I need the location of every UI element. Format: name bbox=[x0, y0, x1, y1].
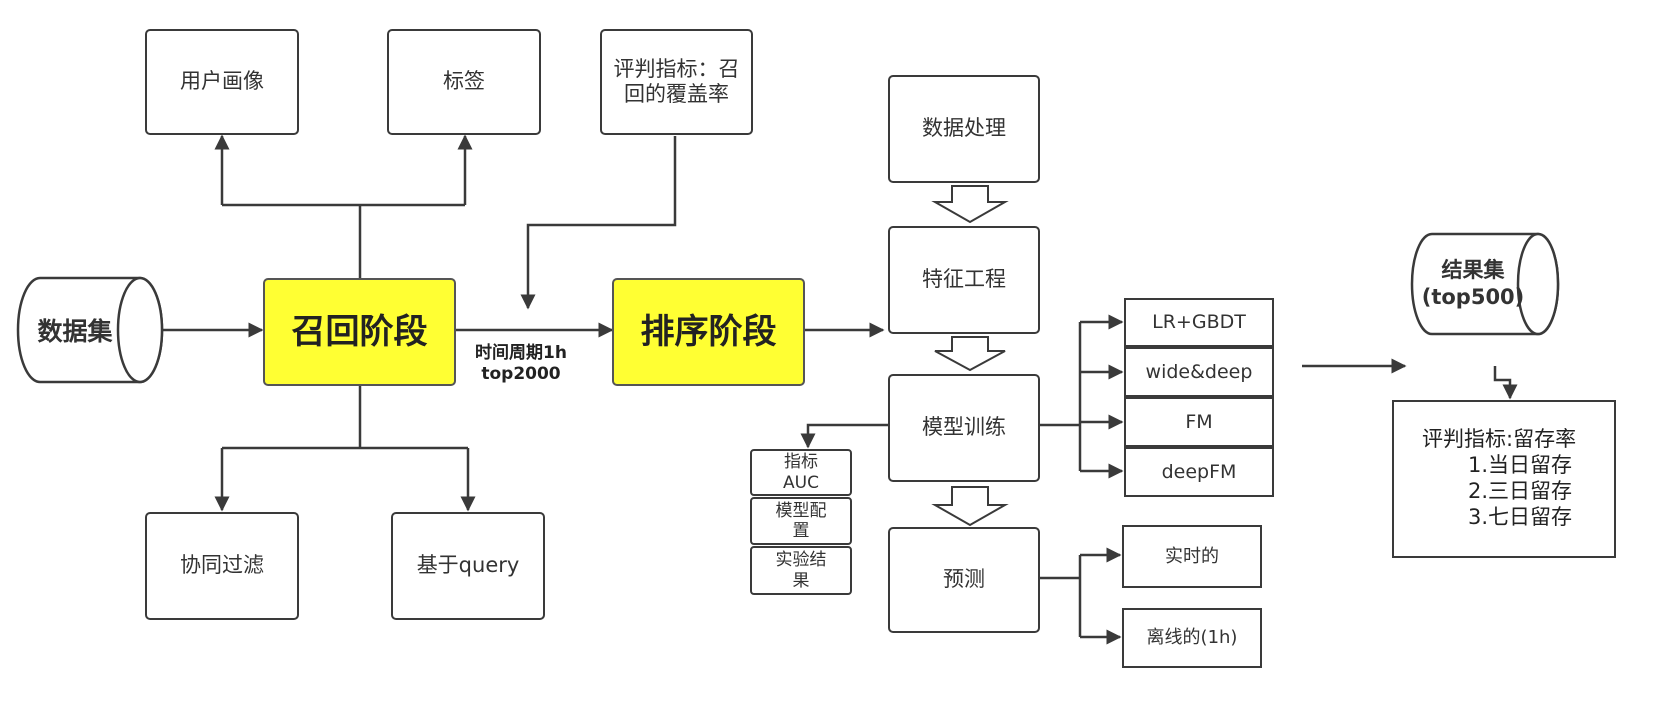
prediction-box[interactable]: 预测 bbox=[888, 527, 1040, 633]
tags-box[interactable]: 标签 bbox=[387, 29, 541, 135]
data-processing-box[interactable]: 数据处理 bbox=[888, 75, 1040, 183]
query-based-box[interactable]: 基于query bbox=[391, 512, 545, 620]
arrow-result-to-metric bbox=[1493, 366, 1518, 400]
user-profile-box[interactable]: 用户画像 bbox=[145, 29, 299, 135]
block-arrow-feature-to-training bbox=[934, 336, 1006, 372]
recall-stage-box[interactable]: 召回阶段 bbox=[263, 278, 456, 386]
dataset-label: 数据集 bbox=[37, 317, 113, 346]
result-set-label: 结果集 (top500) bbox=[1412, 238, 1534, 330]
result-set-title: 结果集 bbox=[1441, 257, 1505, 282]
side-item-experiment-results[interactable]: 实验结果 bbox=[750, 546, 852, 595]
edge-label-period: 时间周期1h bbox=[475, 343, 567, 363]
side-item-model-config[interactable]: 模型配置 bbox=[750, 497, 852, 545]
model-lr-gbdt[interactable]: LR+GBDT bbox=[1124, 298, 1274, 347]
ranking-stage-box[interactable]: 排序阶段 bbox=[612, 278, 805, 386]
retention-item-seven-day: 3.七日留存 bbox=[1468, 505, 1573, 530]
result-set-topk: (top500) bbox=[1421, 285, 1525, 309]
predict-realtime-box[interactable]: 实时的 bbox=[1122, 525, 1262, 588]
arrow-metric-to-edge bbox=[520, 136, 677, 310]
retention-metric-title: 评判指标:留存率 bbox=[1422, 427, 1577, 451]
dataset-cylinder-cap bbox=[116, 276, 164, 384]
retention-metric-box[interactable]: 评判指标:留存率 1.当日留存 2.三日留存 3.七日留存 bbox=[1392, 400, 1616, 558]
predict-offline-box[interactable]: 离线的(1h) bbox=[1122, 608, 1262, 668]
model-deepfm[interactable]: deepFM bbox=[1124, 447, 1274, 497]
result-cylinder-cap bbox=[1516, 232, 1560, 336]
collab-filter-box[interactable]: 协同过滤 bbox=[145, 512, 299, 620]
recall-metric-box[interactable]: 评判指标：召回的覆盖率 bbox=[600, 29, 753, 135]
recall-to-ranking-label: 时间周期1h top2000 bbox=[462, 343, 580, 384]
retention-item-three-day: 2.三日留存 bbox=[1468, 479, 1573, 504]
model-training-box[interactable]: 模型训练 bbox=[888, 374, 1040, 482]
retention-item-same-day: 1.当日留存 bbox=[1468, 453, 1573, 478]
block-arrow-training-to-prediction bbox=[931, 486, 1009, 527]
side-item-auc[interactable]: 指标AUC bbox=[750, 449, 852, 496]
arrow-to-side-list bbox=[800, 423, 888, 449]
model-wide-deep[interactable]: wide&deep bbox=[1124, 347, 1274, 397]
model-fm[interactable]: FM bbox=[1124, 397, 1274, 447]
retention-metric-content: 评判指标:留存率 1.当日留存 2.三日留存 3.七日留存 bbox=[1394, 402, 1576, 530]
block-arrow-processing-to-feature bbox=[931, 185, 1009, 224]
feature-engineering-box[interactable]: 特征工程 bbox=[888, 226, 1040, 334]
edge-label-topk: top2000 bbox=[481, 363, 561, 384]
